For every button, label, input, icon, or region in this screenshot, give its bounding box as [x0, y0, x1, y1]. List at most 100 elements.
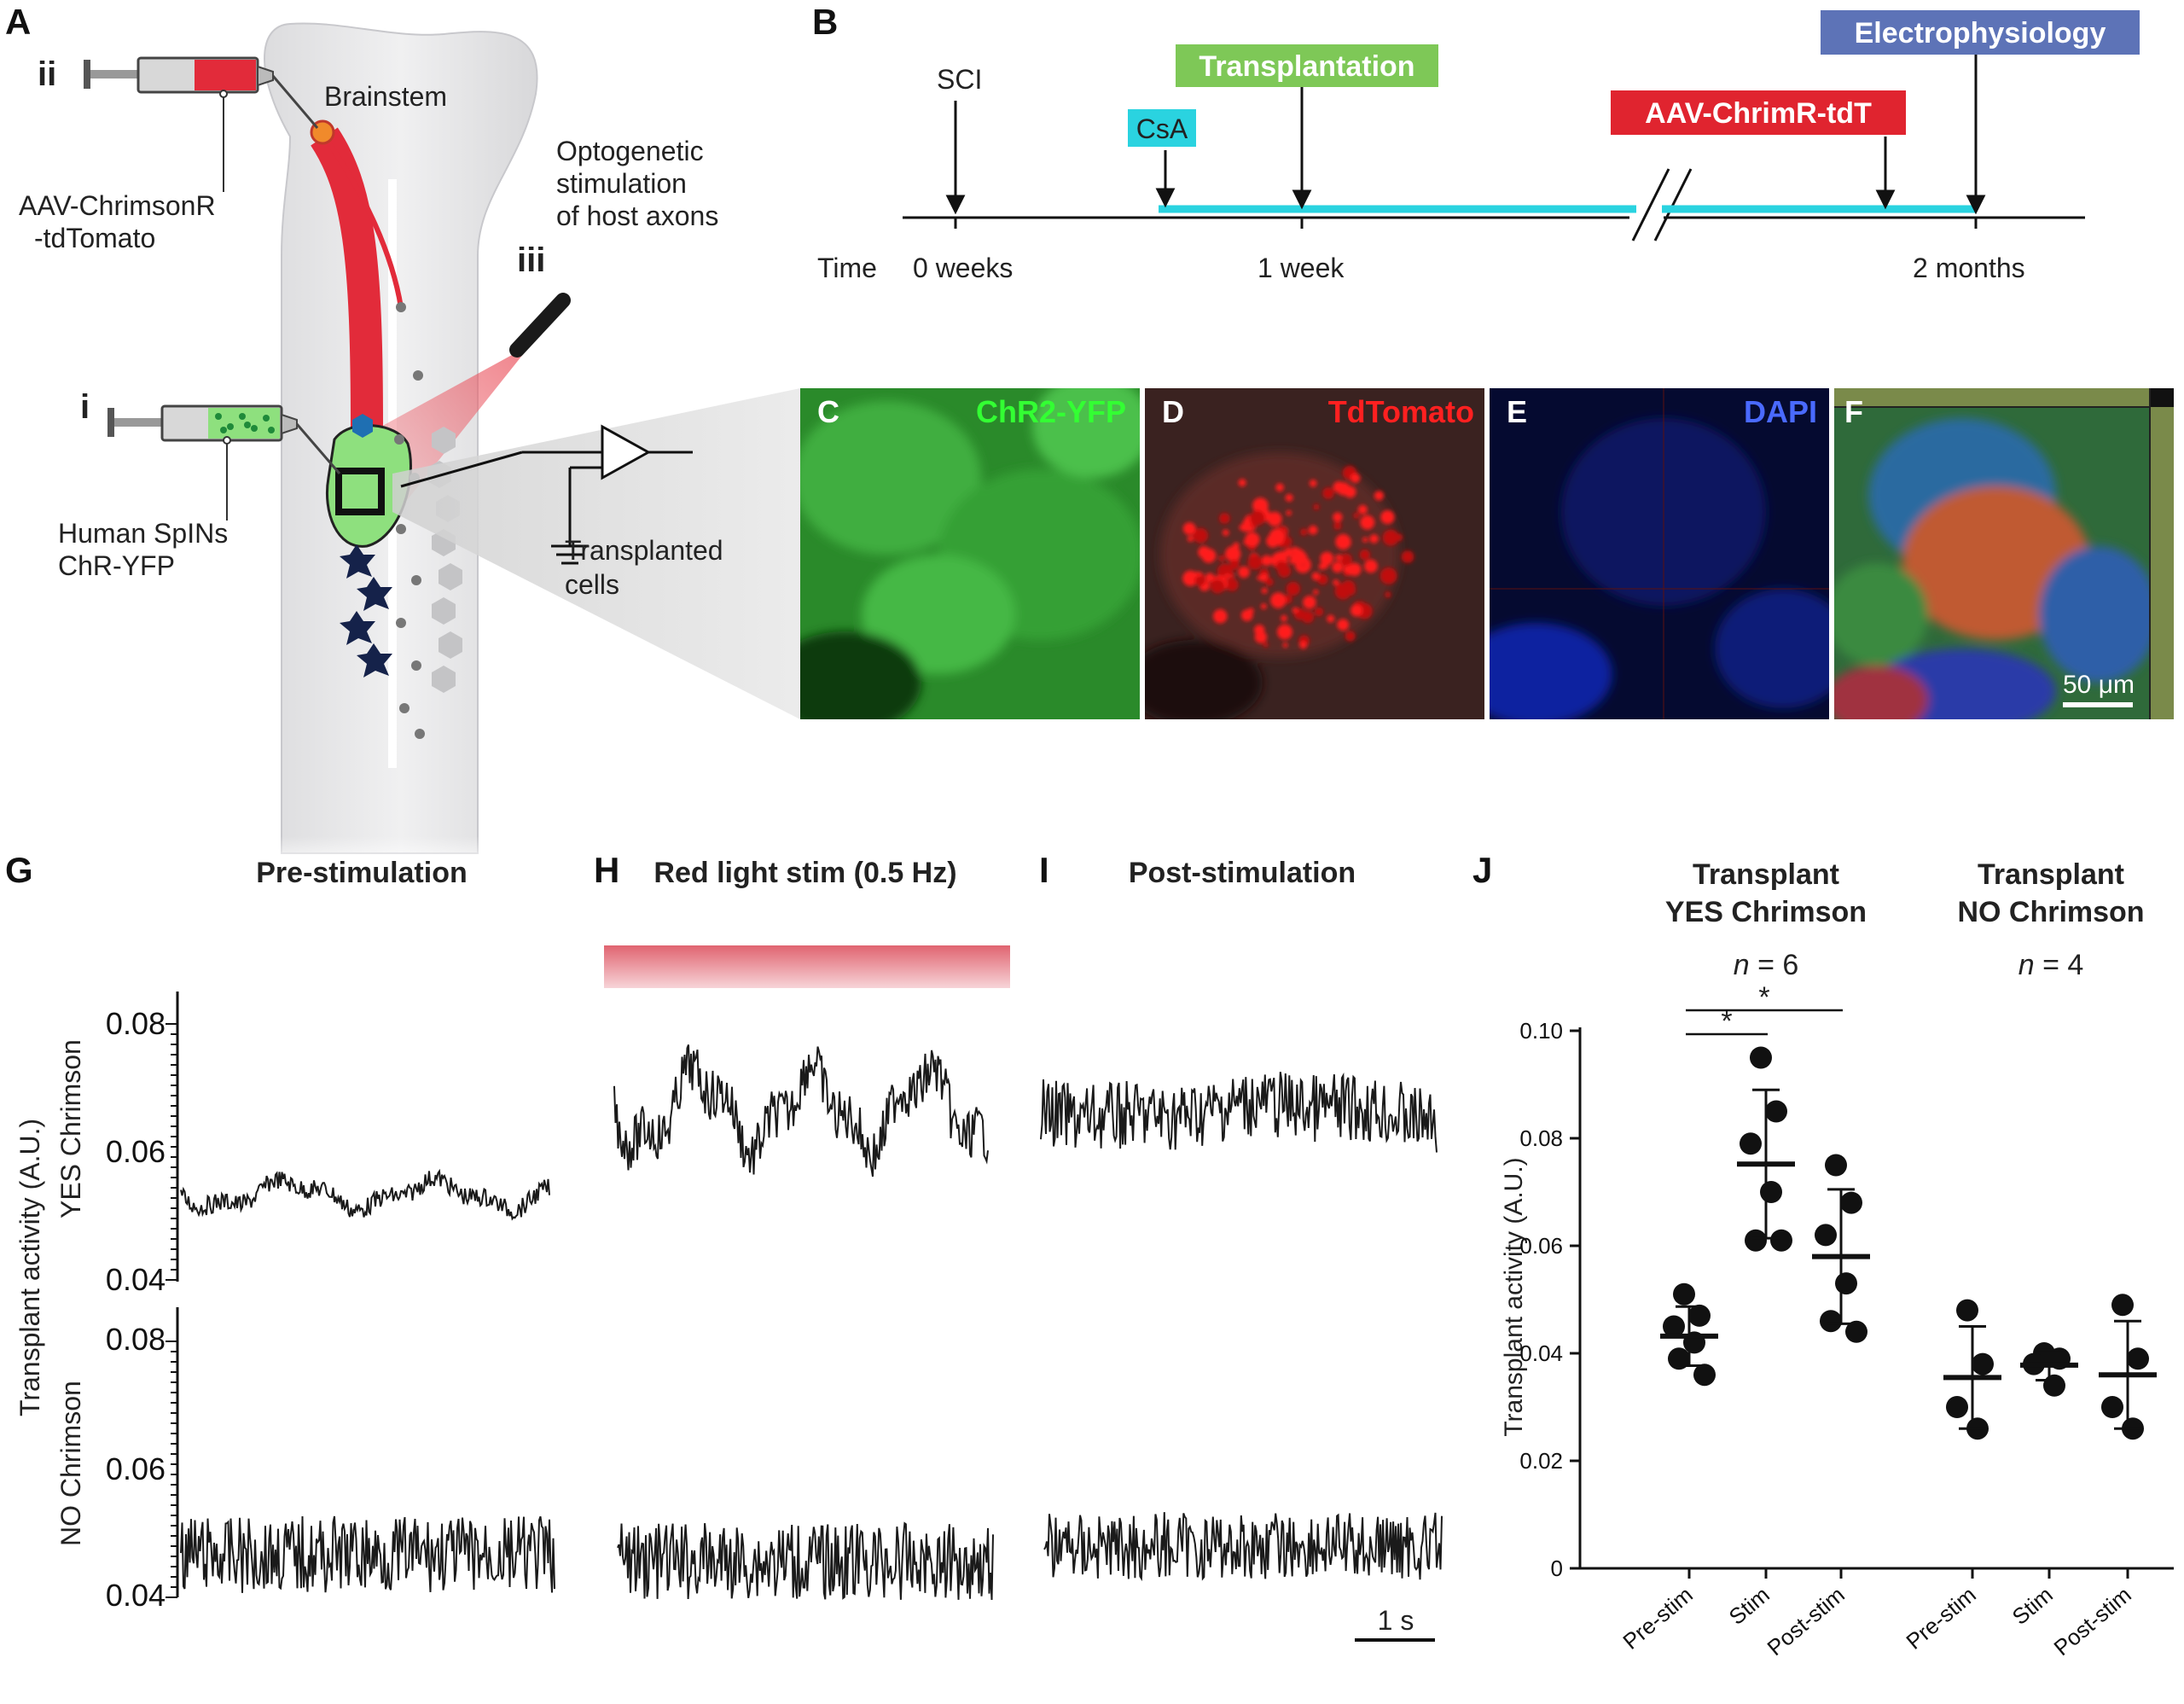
panel-letter-i: I: [1039, 850, 1049, 890]
region-of-interest-box: [335, 468, 385, 515]
ephys-box: [1821, 10, 2140, 55]
opto-label-line3: of host axons: [556, 201, 718, 231]
trace-stim-yes: [613, 1044, 989, 1178]
ytick-no-0.04: 0.04: [106, 1578, 166, 1613]
j-ytick-label: 0.10: [1519, 1018, 1563, 1044]
minor-ticks: [166, 1023, 177, 1598]
j-xtick-label: Pre-stim: [1618, 1582, 1697, 1655]
j-point: [1972, 1352, 1994, 1375]
ytick-yes-0.08: 0.08: [106, 1006, 166, 1041]
cells-label-line2: cells: [565, 569, 619, 600]
panel-c: C ChR2-YFP: [800, 388, 1140, 719]
j-xtick-label: Stim: [2007, 1582, 2058, 1630]
panel-a: A: [5, 2, 800, 870]
csa-label: CsA: [1136, 113, 1188, 144]
title-post-stimulation: Post-stimulation: [1129, 857, 1356, 889]
j-point: [1845, 1320, 1867, 1343]
panel-letter-h: H: [594, 850, 619, 890]
sci-label: SCI: [937, 64, 982, 95]
spin-label-line1: Human SpINs: [58, 518, 228, 549]
j-point: [1815, 1224, 1837, 1247]
title-red-light-stim: Red light stim (0.5 Hz): [653, 857, 956, 889]
j-ylabel: Transplant activity (A.U.): [1500, 1157, 1528, 1436]
brainstem-label: Brainstem: [324, 81, 447, 112]
j-series-1: [1660, 1282, 1718, 1387]
j-point: [1946, 1396, 1968, 1418]
aav-label-line2: -tdTomato: [34, 223, 155, 253]
time-2-months: 2 months: [1913, 253, 2025, 283]
j-xtick-label: Post-stim: [1763, 1582, 1850, 1661]
panel-j: J Transplant YES Chrimson Transplant NO …: [1472, 850, 2174, 1660]
j-point: [1688, 1304, 1711, 1327]
j-series-6: [2099, 1294, 2157, 1440]
axis-break-2: [1653, 168, 1693, 241]
label-ii: ii: [38, 55, 56, 93]
trace-post-yes: [1040, 1072, 1438, 1153]
j-marks: **: [1660, 981, 2157, 1440]
group-yes-line2: YES Chrimson: [1665, 896, 1867, 928]
j-point: [1750, 1046, 1772, 1069]
time-scale-label: 1 s: [1378, 1605, 1414, 1636]
j-point: [1745, 1229, 1767, 1252]
group-yes-n: n = 6: [1734, 949, 1799, 981]
j-point: [2043, 1374, 2065, 1397]
panel-b: B SCI CsA Transplantation AAV-ChrimR-tdT…: [812, 2, 2140, 283]
fade-overlay: [273, 700, 495, 870]
trace-pre-no: [180, 1515, 555, 1593]
j-point: [1760, 1181, 1782, 1203]
j-point: [1673, 1282, 1695, 1306]
group-no-line1: Transplant: [1978, 858, 2124, 891]
j-ytick-label: 0.02: [1519, 1448, 1563, 1474]
label-iii: iii: [517, 241, 545, 279]
j-series-5: [2020, 1342, 2078, 1397]
group-no-line2: NO Chrimson: [1957, 896, 2144, 928]
panel-letter-g: G: [5, 850, 33, 890]
ephys-label: Electrophysiology: [1855, 17, 2106, 49]
time-0-weeks: 0 weeks: [913, 253, 1013, 283]
label-i: i: [80, 388, 90, 426]
tdtomato-signal: [1182, 465, 1414, 649]
ytick-no-0.06: 0.06: [106, 1451, 166, 1486]
time-label: Time: [817, 253, 877, 283]
aav-label-line1: AAV-ChrimsonR: [19, 190, 216, 221]
j-point: [2101, 1396, 2123, 1418]
j-point: [1820, 1310, 1842, 1333]
zoom-cone: [392, 388, 800, 719]
j-ytick-label: 0.04: [1519, 1341, 1563, 1366]
host-axon-branch: [322, 135, 404, 308]
j-point: [1693, 1364, 1716, 1387]
j-point: [2127, 1347, 2149, 1370]
trace-post-no: [1043, 1512, 1443, 1582]
csa-box: [1128, 109, 1196, 147]
ytick-yes-0.06: 0.06: [106, 1134, 166, 1169]
j-ytick-label: 0.06: [1519, 1233, 1563, 1259]
tdtomato-label: TdTomato: [1328, 394, 1474, 429]
j-xtick-label: Pre-stim: [1901, 1582, 1980, 1655]
j-series-3: [1812, 1154, 1870, 1343]
j-point: [1825, 1154, 1847, 1177]
panel-letter-j: J: [1472, 850, 1492, 890]
host-neuron-blue: [352, 414, 373, 438]
j-point: [1668, 1347, 1690, 1370]
opto-label-line1: Optogenetic: [556, 136, 704, 166]
title-pre-stimulation: Pre-stimulation: [256, 857, 467, 889]
ytick-no-0.08: 0.08: [106, 1322, 166, 1357]
j-point: [1765, 1100, 1787, 1123]
opto-label-line2: stimulation: [556, 168, 687, 199]
j-series-4: [1943, 1299, 2001, 1440]
aav-label: AAV-ChrimR-tdT: [1645, 97, 1872, 130]
j-point: [1663, 1315, 1685, 1338]
row-label-no: NO Chrimson: [55, 1381, 86, 1546]
j-point: [2111, 1294, 2134, 1317]
axis-break-1: [1631, 168, 1670, 241]
j-significance-star: *: [1758, 981, 1769, 1014]
time-1-week: 1 week: [1258, 253, 1345, 283]
group-yes-line1: Transplant: [1693, 858, 1839, 891]
amplifier-diagram: [400, 424, 693, 565]
dark-neuron-column: [340, 544, 392, 678]
j-point: [1740, 1132, 1762, 1155]
transplantation-label: Transplantation: [1199, 50, 1414, 83]
cells-label-line1: Transplanted: [565, 535, 723, 566]
trace-pre-yes: [180, 1168, 550, 1221]
